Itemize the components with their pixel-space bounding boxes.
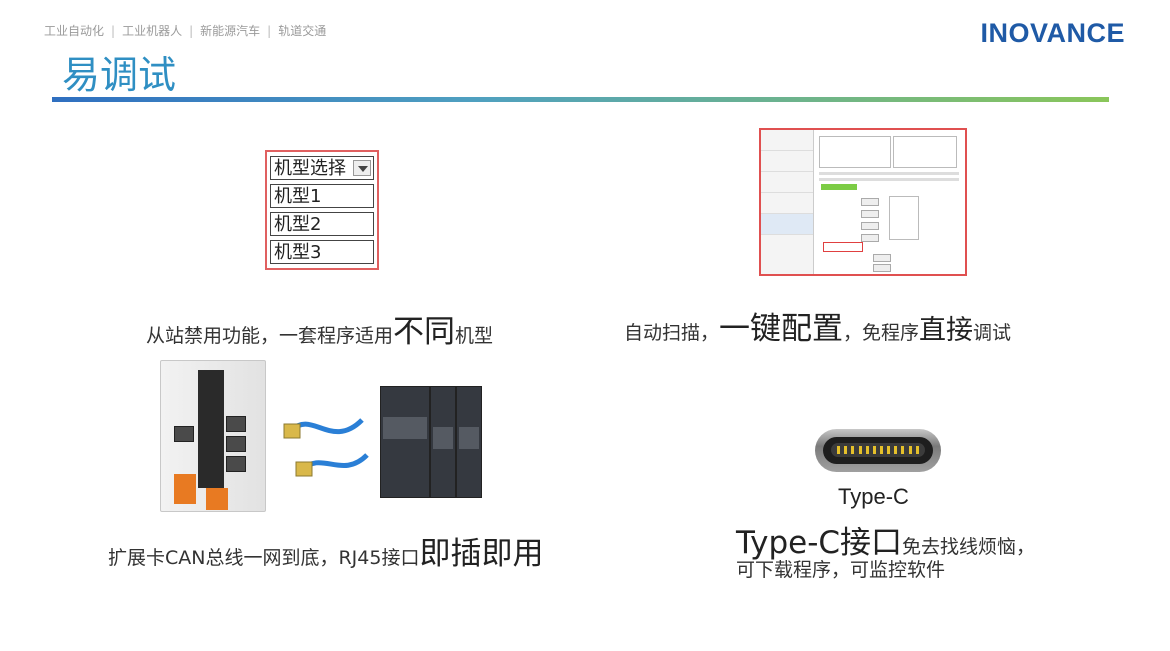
breadcrumb-item[interactable]: 工业自动化: [44, 24, 105, 38]
caption-typec-line2: 可下载程序，可监控软件: [736, 559, 946, 581]
ethernet-port: [226, 416, 246, 432]
caption-can-bus: 扩展卡CAN总线一网到底，RJ45接口即插即用: [108, 528, 543, 573]
software-sidebar-item: [761, 172, 813, 193]
software-highlight-box: [823, 242, 863, 252]
usb-c-port-icon: [815, 429, 941, 472]
caption-text: 调试: [973, 322, 1012, 344]
software-param-fields: [893, 136, 957, 168]
caption-emphasis: Type-C接口: [736, 525, 903, 561]
caption-auto-scan: 自动扫描，一键配置，免程序直接调试: [624, 303, 1011, 348]
model-select-current[interactable]: 机型选择: [270, 156, 374, 180]
software-group-box: [889, 196, 919, 240]
breadcrumb-separator: |: [267, 24, 272, 38]
software-button: [873, 254, 891, 262]
breadcrumb-separator: |: [189, 24, 194, 38]
breadcrumb-item[interactable]: 新能源汽车: [200, 24, 261, 38]
caption-text: 免去找线烦恼，: [902, 536, 1036, 558]
software-sidebar-item: [761, 130, 813, 151]
servo-drive-image: [380, 386, 490, 498]
caption-text: 从站禁用功能，一套程序适用: [146, 325, 394, 347]
software-sidebar-item: [761, 151, 813, 172]
usb-c-pins: [831, 443, 925, 457]
typec-label: Type-C: [838, 484, 909, 509]
model-option[interactable]: 机型3: [270, 240, 374, 264]
ethernet-port: [226, 436, 246, 452]
model-option[interactable]: 机型2: [270, 212, 374, 236]
software-button: [873, 264, 891, 272]
breadcrumb: 工业自动化 | 工业机器人 | 新能源汽车 | 轨道交通: [44, 22, 326, 39]
software-sidebar-item: [761, 193, 813, 214]
caption-emphasis: 直接: [919, 315, 974, 346]
rj45-cable-image: [283, 418, 369, 477]
caption-text: ，免程序: [843, 322, 920, 344]
software-sidebar: [761, 130, 814, 274]
software-button: [861, 234, 879, 242]
breadcrumb-item[interactable]: 工业机器人: [122, 24, 183, 38]
controller-front-panel: [198, 370, 224, 488]
title-divider: [52, 97, 1109, 102]
caption-emphasis: 一键配置: [719, 311, 844, 347]
servo-unit: [380, 386, 430, 498]
breadcrumb-item[interactable]: 轨道交通: [278, 24, 327, 38]
software-sidebar-item: [761, 214, 813, 235]
software-button: [861, 222, 879, 230]
terminal-block: [206, 488, 228, 510]
terminal-block: [174, 474, 196, 504]
breadcrumb-separator: |: [111, 24, 116, 38]
software-scan-button: [821, 184, 857, 190]
software-divider: [819, 178, 959, 181]
chevron-down-icon[interactable]: [353, 160, 371, 176]
servo-unit: [456, 386, 482, 498]
software-divider: [819, 172, 959, 175]
caption-station-disable: 从站禁用功能，一套程序适用不同机型: [146, 306, 493, 351]
model-select-value: 机型选择: [274, 158, 346, 179]
caption-typec: Type-C接口免去找线烦恼，: [736, 517, 1035, 562]
software-param-table: [819, 136, 891, 168]
caption-text: 机型: [455, 325, 494, 347]
software-button: [861, 210, 879, 218]
caption-emphasis: 即插即用: [419, 536, 544, 572]
controller-image: [160, 356, 268, 512]
ethernet-port: [226, 456, 246, 472]
model-select-dropdown[interactable]: 机型选择 机型1 机型2 机型3: [265, 150, 379, 270]
caption-text: 扩展卡CAN总线一网到底，RJ45接口: [108, 547, 420, 569]
config-software-screenshot: [759, 128, 967, 276]
caption-emphasis: 不同: [393, 314, 456, 350]
brand-logo: INOVANCE: [980, 18, 1125, 48]
caption-text: 自动扫描，: [624, 322, 720, 344]
software-button: [861, 198, 879, 206]
servo-unit: [430, 386, 456, 498]
model-option[interactable]: 机型1: [270, 184, 374, 208]
page-title: 易调试: [62, 53, 177, 97]
ethernet-port: [174, 426, 194, 442]
